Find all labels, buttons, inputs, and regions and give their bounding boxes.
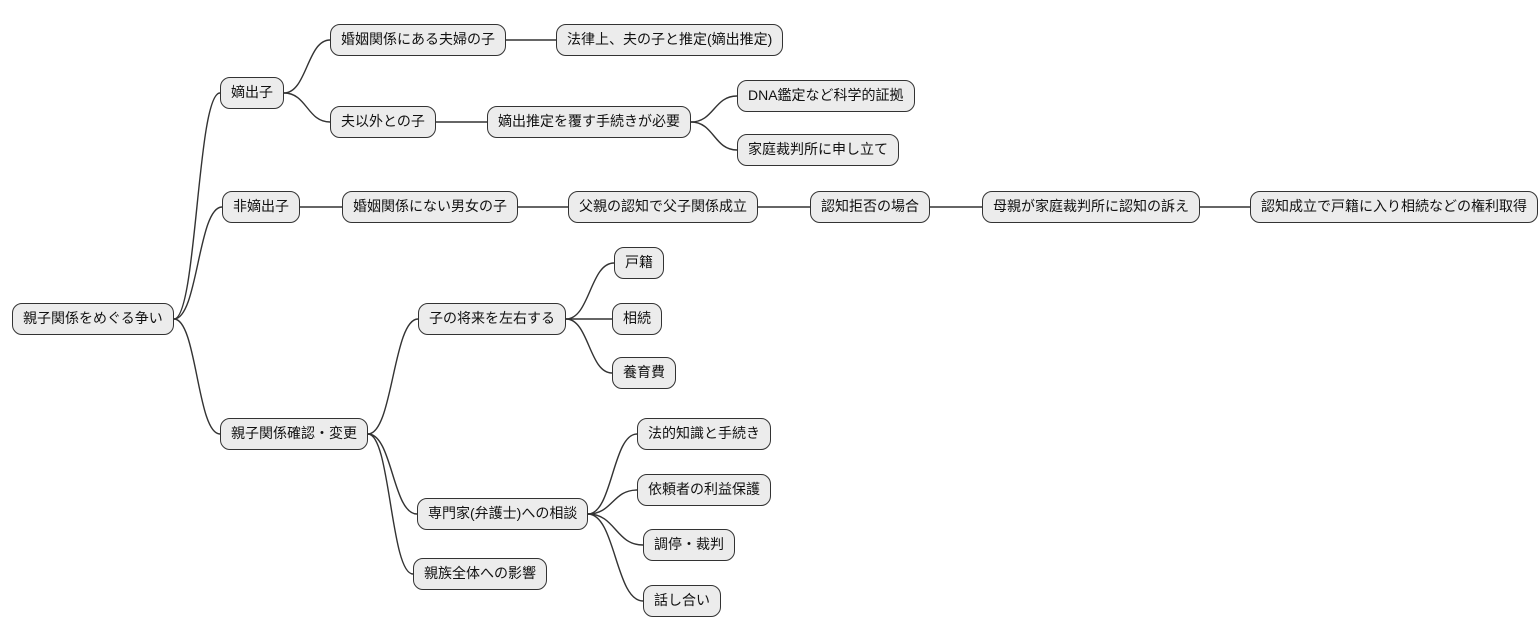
edge-expert-consult-to-legal-knowledge [587, 433, 638, 515]
node-rights-acquisition: 認知成立で戸籍に入り相続などの権利取得 [1250, 191, 1538, 223]
node-acknowledgment-refusal: 認知拒否の場合 [810, 191, 930, 223]
node-child-future: 子の将来を左右する [418, 303, 566, 335]
node-overturn-procedure: 嫡出推定を覆す手続きが必要 [487, 106, 691, 138]
node-married-couple-child: 婚姻関係にある夫婦の子 [330, 24, 506, 56]
node-koseki: 戸籍 [614, 247, 664, 279]
node-mediation-trial: 調停・裁判 [643, 529, 735, 561]
edge-expert-consult-to-client-interest [587, 489, 638, 515]
node-family-court-petition: 家庭裁判所に申し立て [737, 134, 899, 166]
node-legitimate-child: 嫡出子 [220, 77, 284, 109]
node-discussion: 話し合い [643, 585, 721, 617]
edge-confirm-change-to-family-impact [367, 433, 414, 575]
node-presumed-legitimate: 法律上、夫の子と推定(嫡出推定) [556, 24, 784, 56]
edge-root-to-legitimate-child [173, 92, 221, 320]
edge-overturn-procedure-to-family-court-petition [690, 121, 738, 151]
node-dna-evidence: DNA鑑定など科学的証拠 [737, 80, 915, 112]
edge-child-future-to-child-support [565, 318, 613, 374]
node-root: 親子関係をめぐる争い [12, 303, 174, 335]
edge-legitimate-child-to-child-with-other-man [283, 92, 331, 123]
edge-confirm-change-to-child-future [367, 318, 419, 435]
node-mother-court-suit: 母親が家庭裁判所に認知の訴え [982, 191, 1200, 223]
edge-child-future-to-koseki [565, 262, 615, 320]
edge-root-to-confirm-change [173, 318, 221, 435]
edge-expert-consult-to-discussion [587, 513, 644, 602]
node-paternity-acknowledgment: 父親の認知で父子関係成立 [568, 191, 758, 223]
edge-confirm-change-to-expert-consult [367, 433, 418, 515]
edge-expert-consult-to-mediation-trial [587, 513, 644, 546]
node-child-support: 養育費 [612, 357, 676, 389]
edge-overturn-procedure-to-dna-evidence [690, 95, 738, 123]
node-client-interest: 依頼者の利益保護 [637, 474, 771, 506]
node-family-impact: 親族全体への影響 [413, 558, 547, 590]
node-illegitimate-child: 非嫡出子 [222, 191, 300, 223]
node-confirm-change: 親子関係確認・変更 [220, 418, 368, 450]
node-child-with-other-man: 夫以外との子 [330, 106, 436, 138]
node-unmarried-couple-child: 婚姻関係にない男女の子 [342, 191, 518, 223]
node-legal-knowledge: 法的知識と手続き [637, 418, 771, 450]
node-inheritance: 相続 [612, 303, 662, 335]
edge-legitimate-child-to-married-couple-child [283, 39, 331, 94]
edge-root-to-illegitimate-child [173, 206, 223, 320]
node-expert-consult: 専門家(弁護士)への相談 [417, 498, 589, 530]
